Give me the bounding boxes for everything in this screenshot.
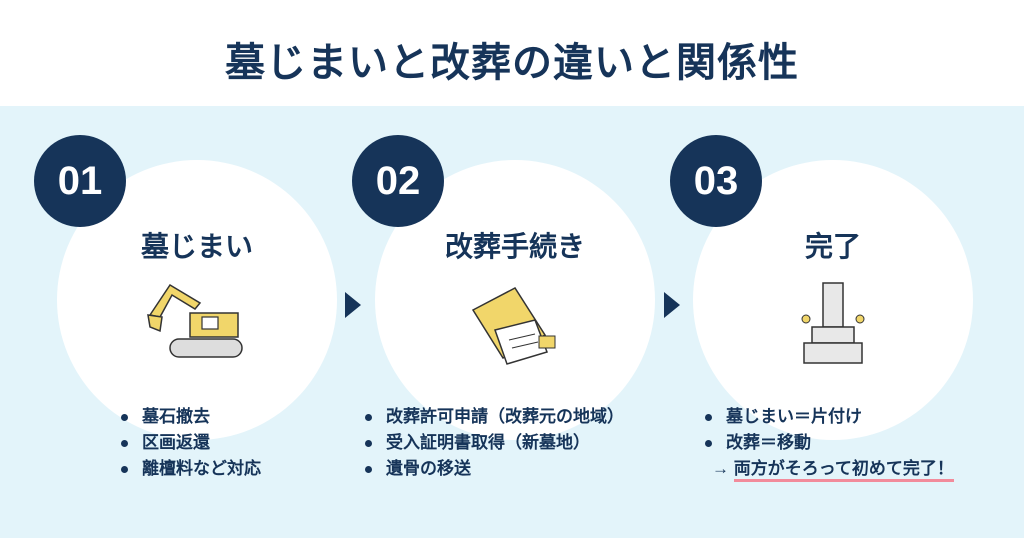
list-item: 改葬許可申請（改葬元の地域） [362,404,624,430]
document-envelope-icon [471,287,556,365]
list-item: 離檀料など対応 [118,456,261,482]
step-3-list: 墓じまい＝片付け 改葬＝移動 [702,404,862,456]
completion-note-text: 両方がそろって初めて完了！ [733,459,954,482]
step-2-title: 改葬手続き [444,231,585,262]
step-2-list: 改葬許可申請（改葬元の地域） 受入証明書取得（新墓地） 遺骨の移送 [362,404,624,482]
list-item: 区画返還 [118,430,261,456]
completion-note: → 両方がそろって初めて完了！ [712,456,954,482]
title-band [0,0,1024,106]
page-title: 墓じまいと改葬の違いと関係性 [225,41,799,85]
list-item: 墓石撤去 [118,404,261,430]
step-3-badge: 03 [670,135,762,227]
list-item: 受入証明書取得（新墓地） [362,430,624,456]
list-item: 改葬＝移動 [702,430,862,456]
excavator-icon [147,283,243,358]
next-arrow-icon [664,292,680,318]
step-1-title: 墓じまい [140,231,253,262]
step-3-title: 完了 [804,231,861,262]
gravestone-icon [801,282,865,364]
step-1-list: 墓石撤去 区画返還 離檀料など対応 [118,404,261,482]
step-2-badge: 02 [352,135,444,227]
list-item: 遺骨の移送 [362,456,624,482]
list-item: 墓じまい＝片付け [702,404,862,430]
arrow-icon: → [712,459,729,478]
step-1-badge: 01 [34,135,126,227]
next-arrow-icon [345,292,361,318]
